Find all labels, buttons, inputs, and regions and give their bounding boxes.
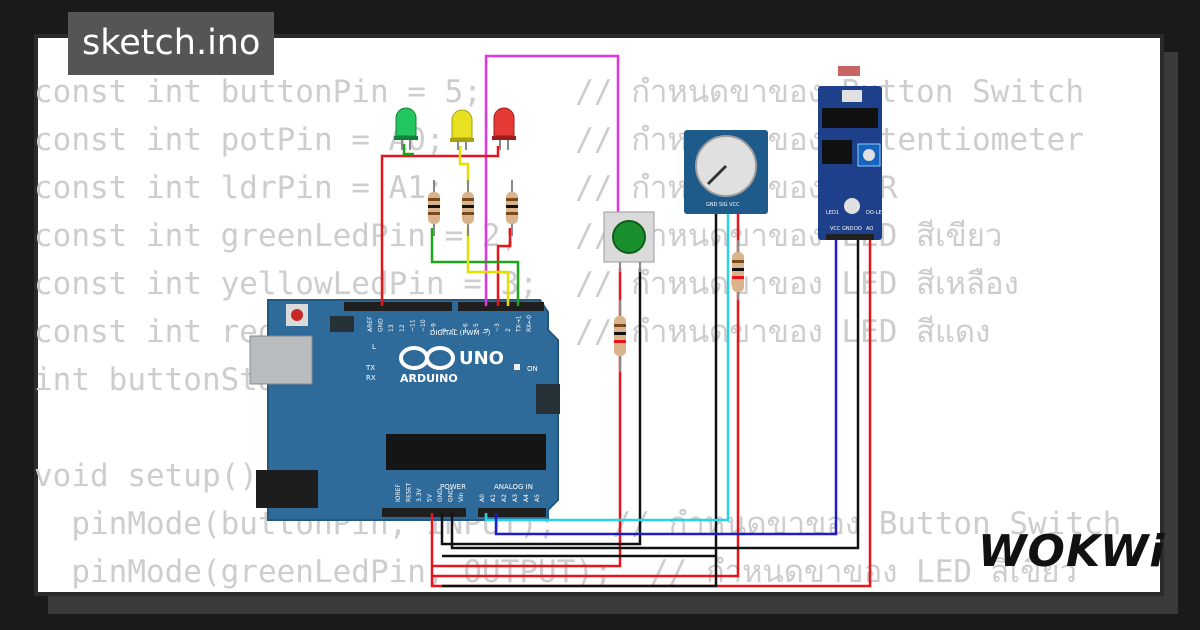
rx-label: RX bbox=[366, 374, 376, 382]
wire-magenta bbox=[484, 54, 620, 306]
push-button[interactable] bbox=[603, 211, 655, 272]
power-jack bbox=[256, 470, 318, 508]
pin-label: A4 bbox=[523, 494, 530, 502]
pin-label: 3.3V bbox=[416, 487, 423, 502]
pin-label: A2 bbox=[501, 494, 508, 502]
pin-label: 2 bbox=[505, 328, 512, 332]
tx-label: TX bbox=[365, 364, 375, 372]
pin-label: ~9 bbox=[431, 323, 438, 332]
wire-red-led-gnd bbox=[380, 146, 500, 306]
pin-label: ~5 bbox=[473, 323, 480, 332]
ldr-sensor bbox=[838, 66, 860, 76]
led-yellow[interactable] bbox=[450, 109, 474, 150]
board-model: UNO bbox=[459, 348, 504, 369]
code-line: const int buttonPin = 5; // กำหนดขาของ B… bbox=[34, 74, 1085, 110]
ldr-doled-label: DO-LED bbox=[866, 210, 886, 216]
resistor-red-led[interactable] bbox=[506, 180, 518, 236]
led-red[interactable] bbox=[492, 107, 516, 150]
pin-label: 13 bbox=[388, 324, 395, 332]
ldr-pin-vcc: VCC bbox=[830, 226, 841, 232]
pin-label: GND bbox=[437, 488, 444, 502]
pin-label: A1 bbox=[490, 494, 497, 502]
digital-header-left bbox=[344, 302, 452, 311]
wire-black-ldr-2 bbox=[450, 238, 860, 550]
ldr-module[interactable]: LED1 DO-LED VCC GND DO AO bbox=[818, 66, 886, 240]
l-led-label: L bbox=[372, 343, 376, 351]
board-brand: ARDUINO bbox=[400, 372, 458, 385]
resistor-button[interactable] bbox=[614, 300, 626, 372]
wire-red-pot bbox=[432, 212, 740, 578]
resistor-green-led[interactable] bbox=[428, 180, 440, 236]
pin-label: 4 bbox=[484, 328, 491, 332]
pin-label: A3 bbox=[512, 494, 519, 502]
icsp-header-2 bbox=[536, 384, 560, 414]
pin-label: 8 bbox=[441, 328, 448, 332]
analog-label: ANALOG IN bbox=[494, 483, 533, 491]
wire-black-gnd bbox=[440, 268, 642, 546]
pin-label: GND bbox=[448, 488, 455, 502]
wire-yellow-led bbox=[466, 228, 510, 306]
arduino-logo bbox=[399, 346, 455, 370]
wire-cyan-pot bbox=[484, 212, 730, 522]
on-led-label: ON bbox=[527, 365, 538, 373]
led-green[interactable] bbox=[394, 107, 418, 150]
on-led bbox=[514, 364, 520, 370]
code-card bbox=[34, 34, 1164, 596]
pin-label: IOREF bbox=[395, 484, 402, 502]
ldr-pin-gnd: GND bbox=[842, 226, 854, 232]
pin-label: 7 bbox=[452, 328, 459, 332]
pin-label: ~10 bbox=[420, 319, 427, 332]
pin-label: GND bbox=[378, 318, 385, 332]
ldr-led1-label: LED1 bbox=[826, 210, 839, 216]
atmega-chip bbox=[386, 434, 546, 470]
wire-blue-ldr bbox=[494, 238, 838, 536]
icsp-header bbox=[330, 316, 354, 332]
pin-label: 12 bbox=[399, 324, 406, 332]
reset-button[interactable] bbox=[291, 309, 303, 321]
pin-label: ~11 bbox=[409, 319, 416, 332]
resistor-ldr[interactable] bbox=[732, 240, 744, 300]
wire-black-ldr bbox=[442, 556, 718, 588]
ldr-pin-do: DO bbox=[854, 226, 862, 232]
pin-label: A5 bbox=[534, 494, 541, 502]
code-line: pinMode(greenLedPin, OUTPUT); // กำหนดขา… bbox=[34, 554, 1077, 590]
wokwi-logo: WOKWi bbox=[978, 526, 1166, 577]
pin-label: ~6 bbox=[462, 323, 469, 332]
pin-label: AREF bbox=[367, 316, 374, 332]
pot-pin-labels: GND SIG VCC bbox=[706, 202, 740, 208]
arduino-uno-board[interactable]: DIGITAL (PWM ~) L TX RX ON UNO ARDUINO P… bbox=[249, 299, 560, 521]
pin-label: RX←0 bbox=[526, 315, 533, 332]
digital-header-right bbox=[458, 302, 544, 311]
pin-label: ~3 bbox=[494, 323, 501, 332]
code-line: void setup() { bbox=[34, 458, 296, 494]
wire-yellow-led-top bbox=[458, 146, 470, 184]
usb-port bbox=[249, 335, 313, 385]
resistor-yellow-led[interactable] bbox=[462, 180, 474, 236]
wire-green-led bbox=[430, 228, 520, 306]
pin-label: RESET bbox=[406, 482, 413, 502]
pin-label: TX→1 bbox=[515, 315, 522, 333]
wire-red-led bbox=[496, 228, 512, 306]
analog-pin-labels: A0 A1 A2 A3 A4 A5 bbox=[479, 494, 541, 502]
ldr-pin-ao: AO bbox=[866, 226, 873, 232]
potentiometer[interactable]: GND SIG VCC bbox=[684, 130, 768, 214]
file-tab[interactable]: sketch.ino bbox=[68, 12, 275, 75]
digital-label: DIGITAL (PWM ~) bbox=[430, 329, 491, 337]
power-label: POWER bbox=[440, 483, 466, 491]
power-header bbox=[382, 508, 466, 517]
wire-green-led-top bbox=[402, 144, 414, 156]
pin-label: A0 bbox=[479, 494, 486, 502]
pin-label: 5V bbox=[427, 493, 434, 502]
pin-label: Vin bbox=[458, 492, 465, 502]
analog-header bbox=[478, 508, 546, 517]
